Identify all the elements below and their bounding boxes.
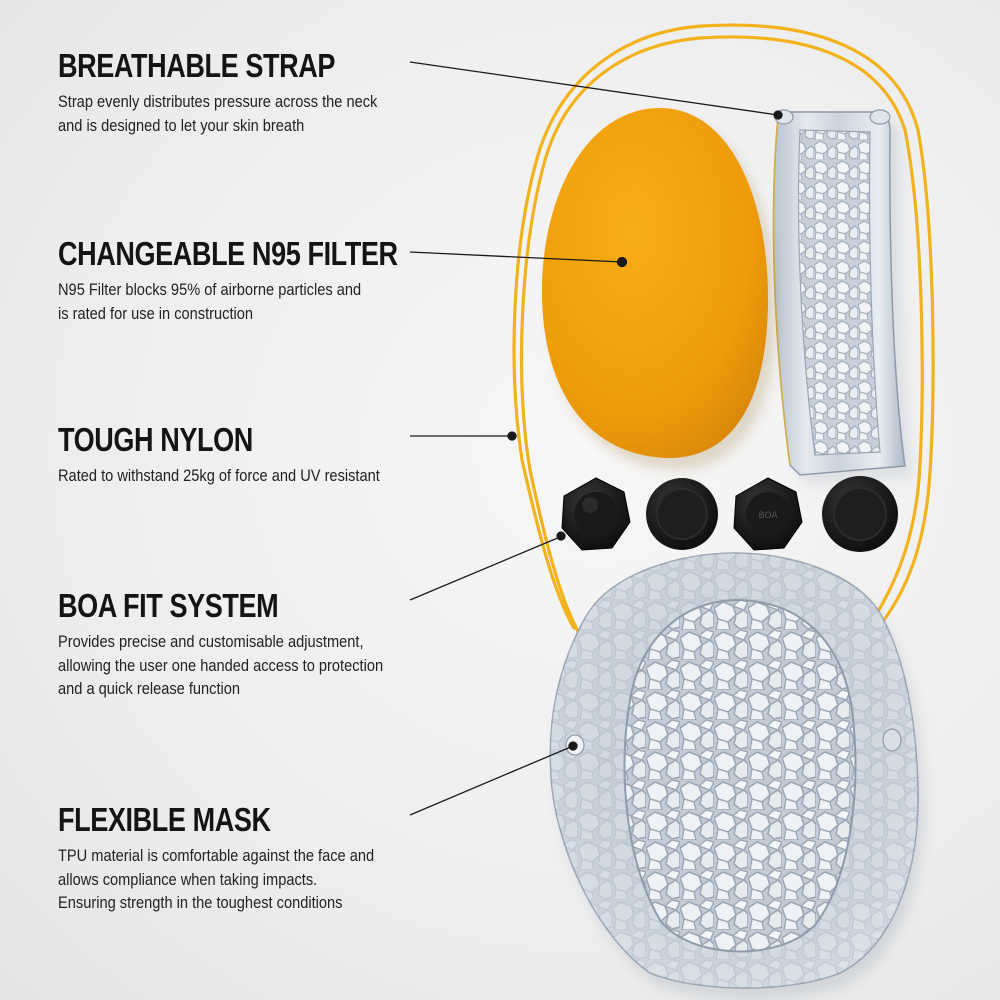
boa-dial-round	[822, 476, 898, 552]
leader-line-strap	[409, 61, 779, 116]
n95-filter	[541, 108, 776, 471]
boa-brand-label: BOA	[758, 511, 778, 521]
boa-dial-round	[646, 478, 718, 550]
leader-dot	[616, 256, 628, 268]
callout-n95-filter: CHANGEABLE N95 FILTER N95 Filter blocks …	[58, 236, 428, 325]
callout-boa-fit-system: BOA FIT SYSTEM Provides precise and cust…	[58, 588, 428, 701]
boa-dials: BOA	[561, 476, 898, 552]
callout-description-line: N95 Filter blocks 95% of airborne partic…	[58, 280, 362, 299]
callout-description-line: Ensuring strength in the toughest condit…	[58, 893, 343, 912]
callout-title: CHANGEABLE N95 FILTER	[58, 235, 398, 272]
callout-description-line: Rated to withstand 25kg of force and UV …	[58, 466, 380, 485]
leader-dot	[568, 741, 578, 751]
callout-description-line: TPU material is comfortable against the …	[58, 846, 375, 865]
callout-title: BOA FIT SYSTEM	[58, 587, 279, 624]
callout-title: FLEXIBLE MASK	[58, 801, 271, 838]
nylon-cord	[512, 23, 935, 637]
leader-line-filter	[409, 251, 623, 263]
leader-lines	[409, 61, 783, 816]
flexible-mask	[549, 552, 925, 1000]
callout-description-line: Strap evenly distributes pressure across…	[58, 92, 378, 111]
callout-breathable-strap: BREATHABLE STRAP Strap evenly distribute…	[58, 48, 428, 137]
callout-title: BREATHABLE STRAP	[58, 47, 336, 84]
callout-description-line: and a quick release function	[58, 679, 241, 698]
boa-dial-hex	[561, 477, 631, 551]
callout-tough-nylon: TOUGH NYLON Rated to withstand 25kg of f…	[58, 422, 428, 488]
callout-description-line: allowing the user one handed access to p…	[58, 655, 384, 675]
leader-dot	[507, 431, 517, 441]
leader-dot	[773, 110, 783, 120]
callout-flexible-mask: FLEXIBLE MASK TPU material is comfortabl…	[58, 802, 428, 915]
callout-description-line: is rated for use in construction	[58, 303, 254, 323]
callout-title: TOUGH NYLON	[58, 421, 253, 458]
leader-line-boa	[409, 536, 561, 601]
leader-dot	[556, 531, 566, 541]
breathable-strap	[772, 109, 913, 485]
callout-description-line: Provides precise and customisable adjust…	[58, 632, 364, 651]
callout-description-line: allows compliance when taking impacts.	[58, 869, 318, 889]
leader-line-mask	[409, 745, 574, 816]
boa-dial-hex-branded: BOA	[733, 477, 803, 551]
callout-description-line: and is designed to let your skin breath	[58, 115, 305, 135]
